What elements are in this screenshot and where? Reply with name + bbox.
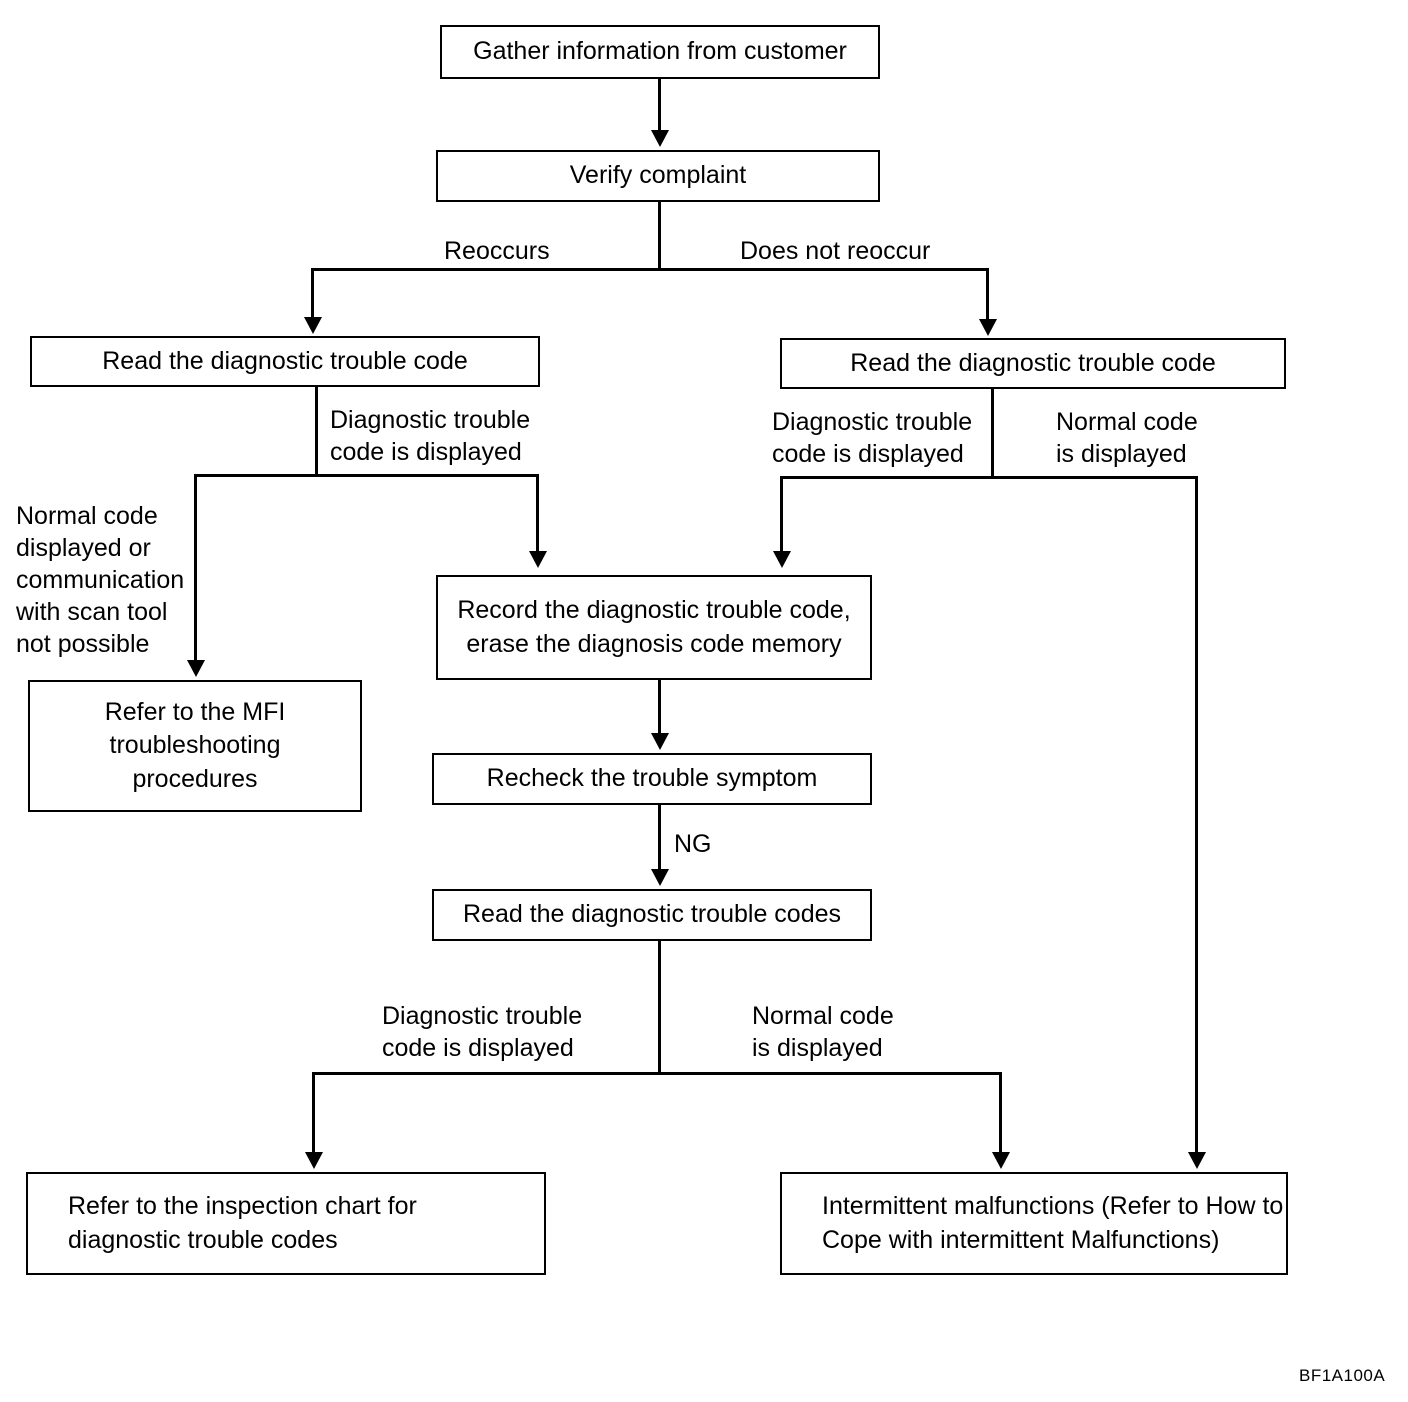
node-refer-inspection-chart-label: Refer to the inspection chart for diagno… xyxy=(68,1192,417,1254)
arrowhead-read-right-to-intermittent xyxy=(1188,1152,1206,1169)
node-read-dtc-right-label: Read the diagnostic trouble code xyxy=(850,348,1216,377)
connector-read-left-to-mfi xyxy=(194,474,197,664)
figure-reference-code: BF1A100A xyxy=(1299,1366,1386,1385)
node-record-dtc-label: Record the diagnostic trouble code, eras… xyxy=(457,596,851,658)
connector-recheck-to-read-codes xyxy=(658,805,661,873)
node-read-dtc-left-label: Read the diagnostic trouble code xyxy=(102,346,468,375)
node-intermittent-malfunctions: Intermittent malfunctions (Refer to How … xyxy=(780,1172,1288,1275)
node-read-dtc-codes-label: Read the diagnostic trouble codes xyxy=(462,900,842,929)
node-read-dtc-right: Read the diagnostic trouble code xyxy=(780,338,1286,389)
arrowhead-record-to-recheck xyxy=(651,733,669,750)
node-intermittent-malfunctions-label: Intermittent malfunctions (Refer to How … xyxy=(822,1192,1284,1254)
arrowhead-read-left-to-mfi xyxy=(187,660,205,677)
arrowhead-read-right-to-record xyxy=(773,551,791,568)
connector-verify-stem xyxy=(658,202,661,270)
arrowhead-verify-to-read-left xyxy=(304,317,322,334)
node-record-dtc: Record the diagnostic trouble code, eras… xyxy=(436,575,872,680)
node-gather-information: Gather information from customer xyxy=(440,25,880,79)
edge-label-normal-displayed-right: Normal code is displayed xyxy=(1056,408,1198,468)
edge-label-reoccurs: Reoccurs xyxy=(444,237,550,265)
node-refer-mfi-procedures-label: Refer to the MFI troubleshooting procedu… xyxy=(104,697,286,793)
arrowhead-gather-to-verify xyxy=(651,130,669,147)
connector-read-left-to-record xyxy=(536,474,539,554)
connector-read-codes-to-intermittent xyxy=(999,1072,1002,1156)
edge-label-dtc-displayed-right: Diagnostic trouble code is displayed xyxy=(772,408,973,468)
node-read-dtc-left: Read the diagnostic trouble code xyxy=(30,336,540,387)
node-read-dtc-codes: Read the diagnostic trouble codes xyxy=(432,889,872,941)
connector-verify-to-read-right xyxy=(986,268,989,322)
node-recheck-symptom-label: Recheck the trouble symptom xyxy=(486,764,818,793)
connector-read-right-stem xyxy=(991,389,994,478)
connector-read-left-split-bus xyxy=(194,474,539,477)
edge-label-dtc-displayed-bottom: Diagnostic trouble code is displayed xyxy=(382,1002,583,1062)
connector-read-right-to-record xyxy=(780,476,783,556)
connector-read-right-to-intermittent xyxy=(1195,476,1198,1156)
arrowhead-read-left-to-record xyxy=(529,551,547,568)
edge-label-normal-displayed-bottom: Normal code is displayed xyxy=(752,1002,894,1062)
node-refer-inspection-chart: Refer to the inspection chart for diagno… xyxy=(26,1172,546,1275)
arrowhead-recheck-to-read-codes xyxy=(651,869,669,886)
arrowhead-read-codes-to-intermittent xyxy=(992,1152,1010,1169)
edge-label-dtc-displayed-left: Diagnostic trouble code is displayed xyxy=(330,406,531,466)
node-verify-complaint: Verify complaint xyxy=(436,150,880,202)
edge-label-ng: NG xyxy=(674,830,712,858)
node-gather-information-label: Gather information from customer xyxy=(473,37,847,66)
connector-gather-to-verify xyxy=(658,79,661,133)
edge-label-does-not-reoccur: Does not reoccur xyxy=(740,237,931,265)
connector-verify-split-bus xyxy=(311,268,989,271)
connector-read-codes-stem xyxy=(658,941,661,1074)
connector-read-codes-split-bus xyxy=(312,1072,1002,1075)
arrowhead-read-codes-to-refer-chart xyxy=(305,1152,323,1169)
edge-label-normal-or-no-communication: Normal code displayed or communication w… xyxy=(16,502,185,658)
node-verify-complaint-label: Verify complaint xyxy=(569,161,747,190)
node-recheck-symptom: Recheck the trouble symptom xyxy=(432,753,872,805)
arrowhead-verify-to-read-right xyxy=(979,319,997,336)
connector-record-to-recheck xyxy=(658,680,661,735)
node-refer-mfi-procedures: Refer to the MFI troubleshooting procedu… xyxy=(28,680,362,812)
connector-verify-to-read-left xyxy=(311,268,314,320)
connector-read-left-stem xyxy=(315,387,318,476)
connector-read-right-split-bus xyxy=(780,476,1198,479)
connector-read-codes-to-refer-chart xyxy=(312,1072,315,1156)
